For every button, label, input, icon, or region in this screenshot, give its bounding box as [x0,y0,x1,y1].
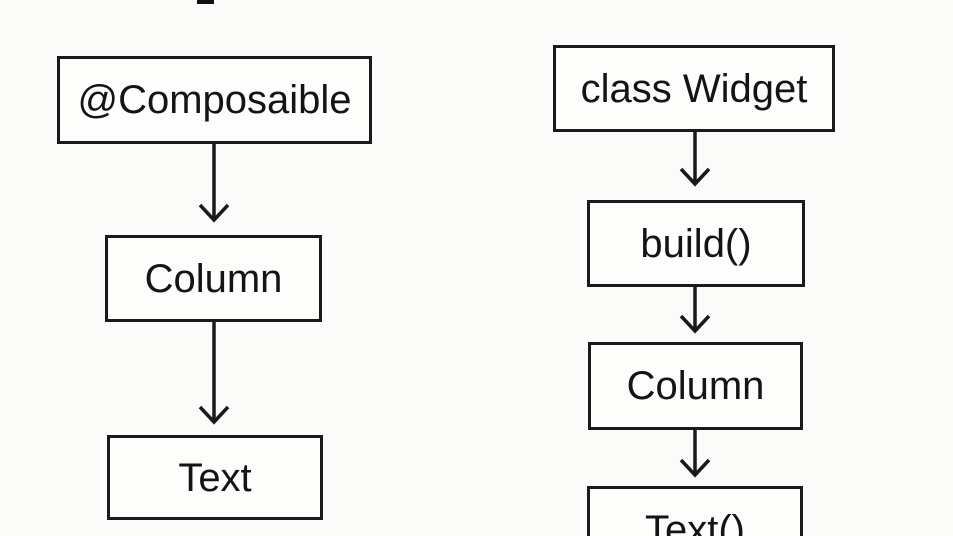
flow-node-flutter-0: class Widget [553,45,835,132]
node-label: Column [626,364,765,408]
node-label: Column [144,256,283,301]
flow-node-flutter-1: build() [587,200,805,287]
flow-node-flutter-3: Text() [587,486,803,536]
node-label: @Composaible [77,78,352,122]
node-label: Text() [645,508,745,536]
down-arrow-icon [198,322,230,425]
flow-node-flutter-2: Column [588,342,803,430]
node-label: class Widget [580,66,808,111]
flow-node-compose-2: Text [107,435,323,520]
flow-node-compose-0: @Composaible [57,56,372,144]
down-arrow-icon [679,430,711,478]
node-label: Text [178,455,252,500]
cropped-top-fragment [197,0,214,4]
down-arrow-icon [679,287,711,334]
down-arrow-icon [198,144,230,223]
node-label: build() [640,221,752,266]
flow-node-compose-1: Column [105,235,322,322]
down-arrow-icon [679,132,711,187]
